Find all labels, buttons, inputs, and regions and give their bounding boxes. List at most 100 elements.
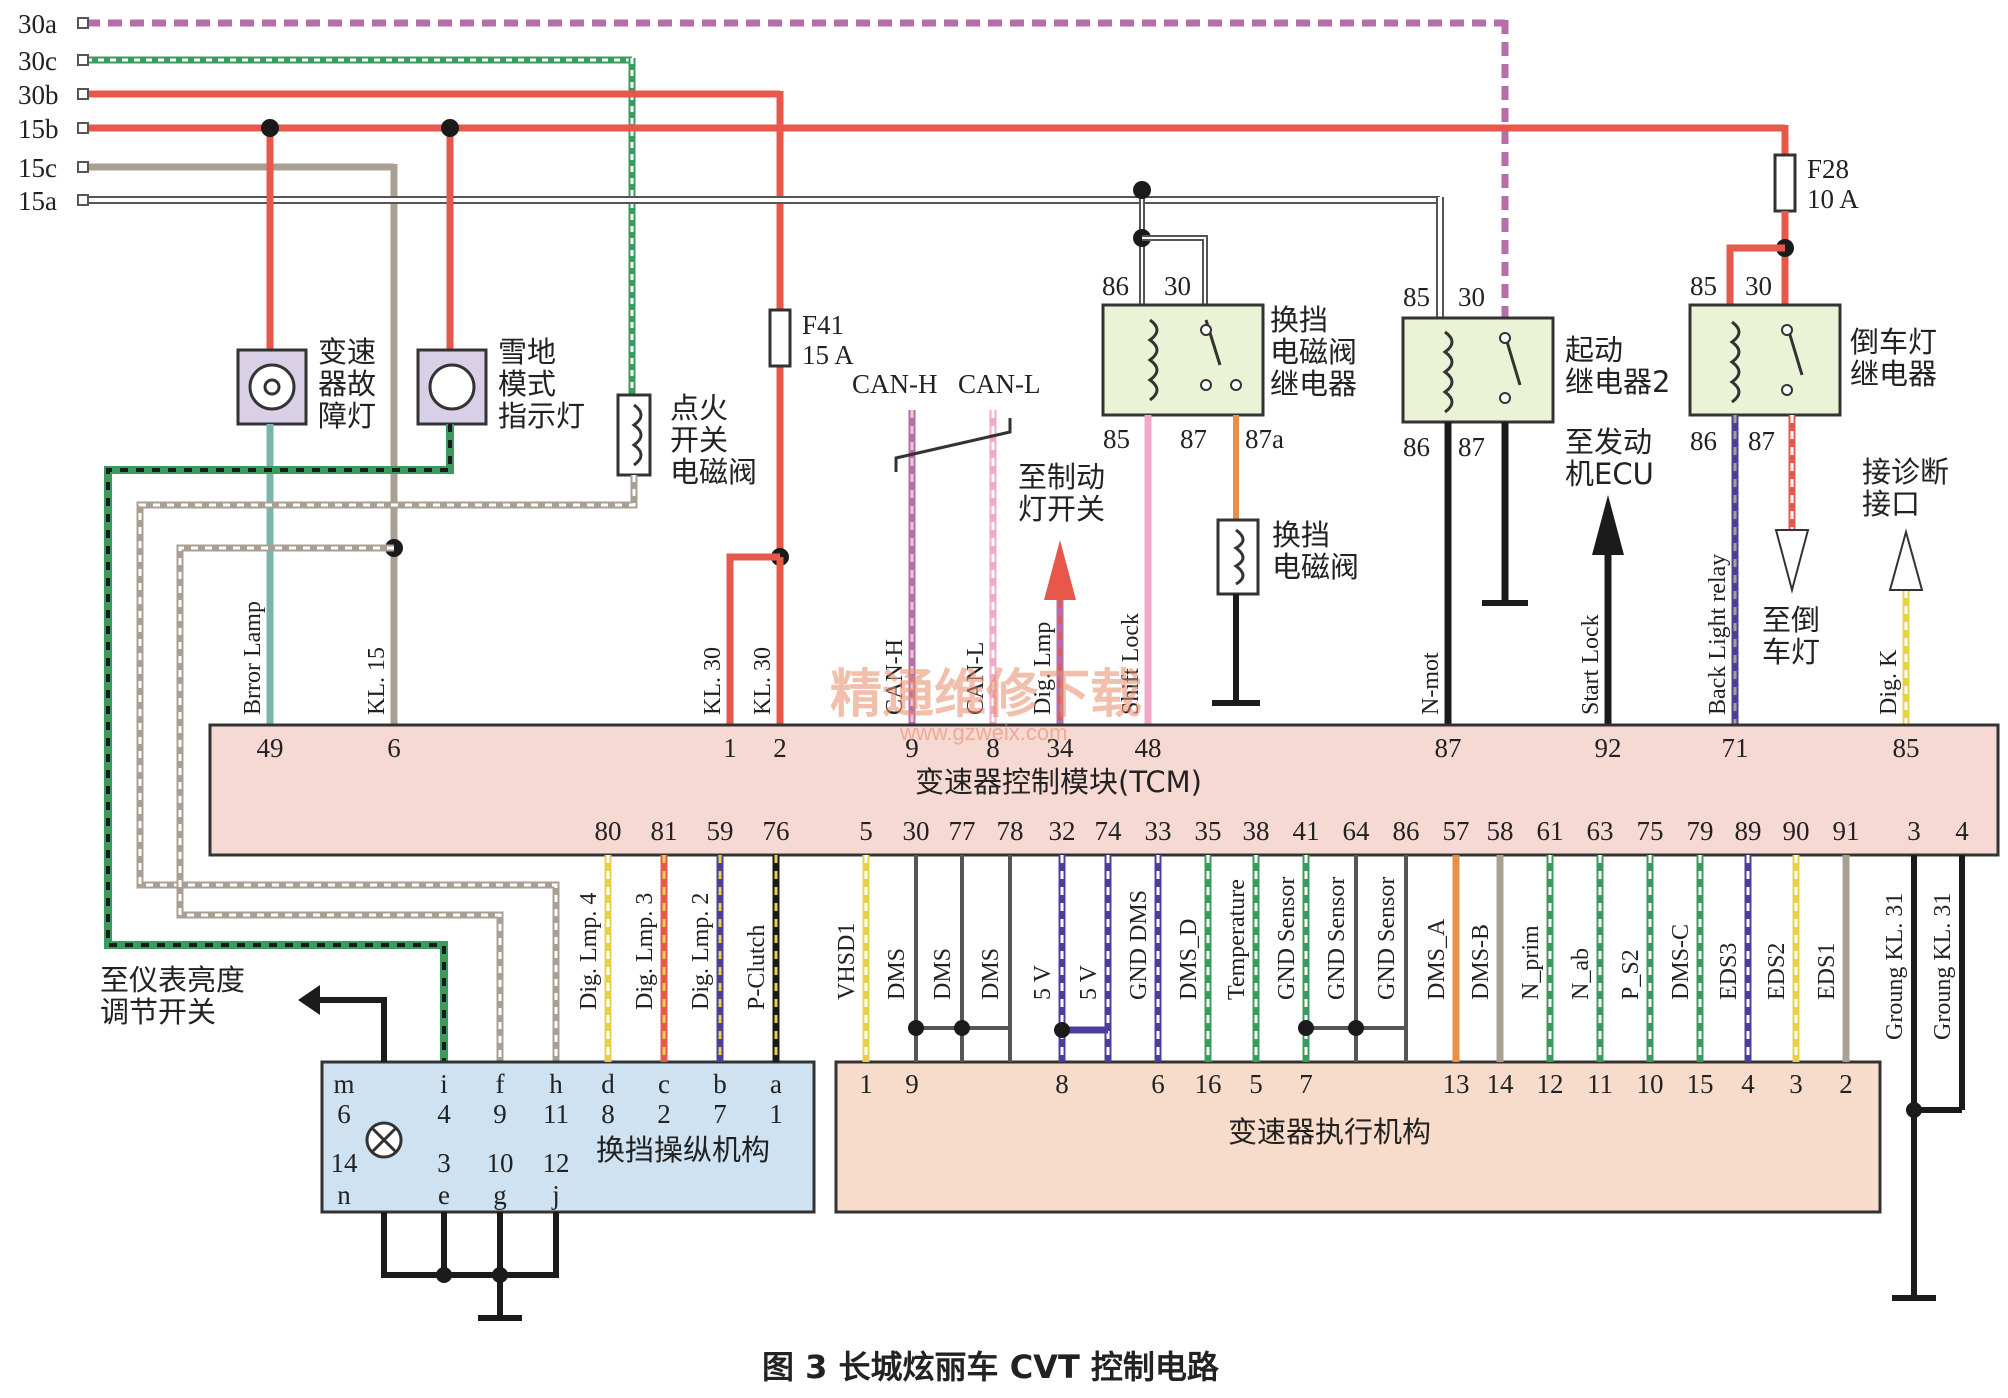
reverse-lamp-relay: F28 10 A 85 30 86 87 倒车灯 继电器 至倒 车灯 接诊断 接… xyxy=(1688,153,1949,725)
actuator-pin: 11 xyxy=(1587,1069,1613,1099)
reverse-relay-pin-87: 87 xyxy=(1748,426,1775,456)
tcm-bottom-pin: 77 xyxy=(949,816,976,846)
arrow-up-icon xyxy=(1592,495,1624,555)
bus-label-15a: 15a xyxy=(18,186,57,216)
tcm-top-label: CAN-L xyxy=(963,642,989,715)
shifter-pin-letter: g xyxy=(493,1180,507,1210)
tcm-bottom-pin: 80 xyxy=(595,816,622,846)
shifter-pin-letter: c xyxy=(658,1069,670,1099)
tcm-ground xyxy=(1892,855,1965,1301)
tcm-top-pin: 48 xyxy=(1135,733,1162,763)
tcm-bottom-pin: 3 xyxy=(1907,816,1921,846)
actuator-wire-label: GND Sensor xyxy=(1324,877,1350,1000)
reverse-relay-pin-85: 85 xyxy=(1690,271,1717,301)
bus-label-30a: 30a xyxy=(18,9,57,39)
bus-label-30b: 30b xyxy=(18,80,59,110)
diag-port-label-2: 接口 xyxy=(1862,487,1920,521)
shifter-wire-label: Dig. Lmp. 2 xyxy=(688,893,714,1010)
tcm-bottom-pin: 74 xyxy=(1095,816,1123,846)
shift-solenoid-label-1: 换挡 xyxy=(1272,518,1330,552)
start-relay-pin-87: 87 xyxy=(1458,432,1485,462)
actuator-wire-label: EDS2 xyxy=(1764,943,1790,1000)
shift-relay-label-3: 继电器 xyxy=(1270,367,1357,401)
tcm-bottom-pin: 57 xyxy=(1443,816,1470,846)
bus-label-15c: 15c xyxy=(18,153,57,183)
tcm-box xyxy=(208,723,2000,857)
tcm-bottom-pin: 41 xyxy=(1293,816,1320,846)
tcm-bottom-pin: 91 xyxy=(1833,816,1860,846)
actuator-pin: 16 xyxy=(1195,1069,1222,1099)
start-relay-2: 85 30 86 87 起动 继电器2 至发动 机ECU xyxy=(1401,282,1670,725)
shifter-pin-letter: h xyxy=(549,1069,563,1099)
tcm-bottom-pin: 32 xyxy=(1049,816,1076,846)
reverse-relay-pin-30: 30 xyxy=(1745,271,1772,301)
engine-ecu-label-2: 机ECU xyxy=(1565,457,1654,491)
actuator-wire-label: GND DMS xyxy=(1126,890,1152,1000)
shifter-wire-label: Dig. Lmp. 4 xyxy=(576,893,602,1010)
figure-caption: 图 3 长城炫丽车 CVT 控制电路 xyxy=(762,1348,1220,1386)
fault-lamp-label-2: 器故 xyxy=(318,367,376,401)
actuator-pin: 9 xyxy=(905,1069,919,1099)
shifter-pin-number: 11 xyxy=(543,1099,569,1129)
actuator-pin: 12 xyxy=(1537,1069,1564,1099)
can-bus: CAN-H CAN-L xyxy=(852,369,1041,725)
tcm-top-label: CAN-H xyxy=(882,639,908,715)
start-relay-pin-30: 30 xyxy=(1458,282,1485,312)
shifter-pin-letter: m xyxy=(333,1069,354,1099)
shifter-pin-letter: b xyxy=(713,1069,727,1099)
ignition-switch-solenoid: 点火 开关 电磁阀 xyxy=(136,391,757,1062)
arrow-up-icon xyxy=(1044,540,1076,600)
shifter-pin-number: 7 xyxy=(713,1099,727,1129)
transmission-actuator: 变速器执行机构 xyxy=(834,1060,1882,1214)
actuator-pin: 15 xyxy=(1687,1069,1714,1099)
actuator-wire-label: DMS-C xyxy=(1668,924,1694,1000)
lamp-bulb-icon xyxy=(428,363,476,411)
tcm-top-label: KL. 15 xyxy=(364,647,390,715)
shift-relay-pin-87: 87 xyxy=(1180,424,1207,454)
tcm-bottom-pin: 78 xyxy=(997,816,1024,846)
tcm-bottom-pin: 81 xyxy=(651,816,678,846)
start-relay-label-1: 起动 xyxy=(1565,333,1623,367)
tcm-bottom-pin: 61 xyxy=(1537,816,1564,846)
snow-lamp-label-2: 模式 xyxy=(498,367,556,401)
shift-relay-label-2: 电磁阀 xyxy=(1270,335,1357,369)
shifter-pin-number: 14 xyxy=(331,1148,359,1178)
shifter-pin-number: 1 xyxy=(769,1099,783,1129)
reverse-relay-label-2: 继电器 xyxy=(1850,357,1937,391)
actuator-pin: 3 xyxy=(1789,1069,1803,1099)
relay-coil-icon xyxy=(1442,330,1454,414)
bus-label-15b: 15b xyxy=(18,114,59,144)
actuator-pin: 5 xyxy=(1249,1069,1263,1099)
snow-lamp-label-3: 指示灯 xyxy=(498,399,585,433)
tcm-top-pin: 9 xyxy=(905,733,919,763)
shifter-wire-label: Dig. Lmp. 3 xyxy=(632,893,658,1010)
tcm-top-pin: 49 xyxy=(257,733,284,763)
shifter-wire-label: P-Clutch xyxy=(744,925,770,1010)
tcm-top-label: Start Lock xyxy=(1578,614,1604,715)
actuator-wire-label: 5 V xyxy=(1076,964,1102,1000)
fuse-f28-name: F28 xyxy=(1807,154,1849,184)
tcm-top-pin: 87 xyxy=(1435,733,1462,763)
actuator-wire-label: P_S2 xyxy=(1618,949,1644,1000)
tcm-top-pin: 1 xyxy=(723,733,737,763)
tcm-bottom-pin: 64 xyxy=(1343,816,1371,846)
tcm-bottom-pin: 89 xyxy=(1735,816,1762,846)
tcm-bottom-pin: 76 xyxy=(763,816,790,846)
fuse-f41: F41 15 A xyxy=(726,308,854,725)
shifter-pin-letter: a xyxy=(770,1069,782,1099)
tcm-bottom-pin: 63 xyxy=(1587,816,1614,846)
fuse-f41-name: F41 xyxy=(802,310,844,340)
start-relay-label-2: 继电器2 xyxy=(1565,365,1670,399)
ignition-solenoid-label-1: 点火 xyxy=(670,391,728,425)
tcm-bottom-pin: 4 xyxy=(1955,816,1969,846)
can-h-label: CAN-H xyxy=(852,369,938,399)
tcm-bottom-pin: 59 xyxy=(707,816,734,846)
shifter-pin-letter: n xyxy=(337,1180,351,1210)
tcm-top-label: Dig. K xyxy=(1876,649,1902,715)
tcm-top-pin: 2 xyxy=(773,733,787,763)
shifter-box xyxy=(320,1060,816,1214)
relay-coil-icon xyxy=(1729,320,1741,404)
